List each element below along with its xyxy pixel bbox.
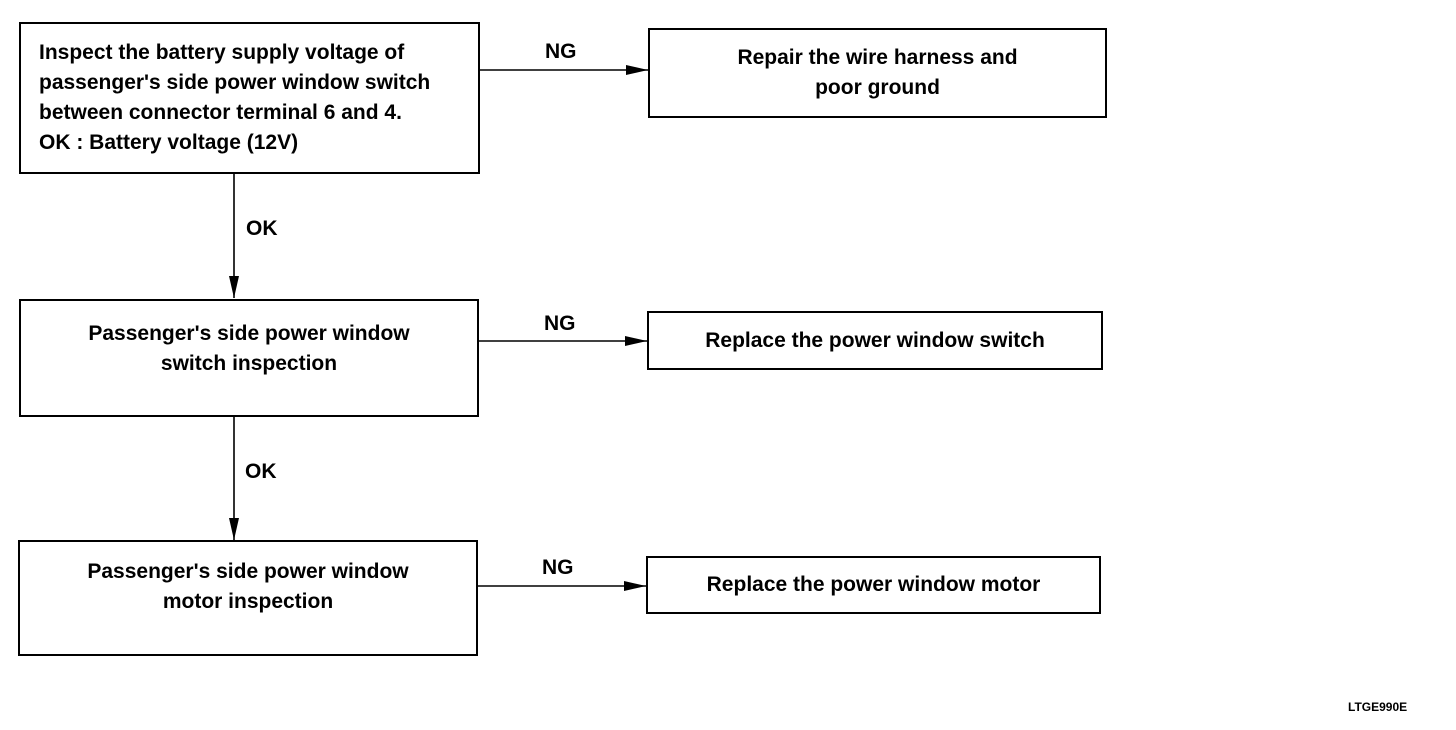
ng-label-3: NG <box>542 556 574 579</box>
step-box-motor-inspection: Passenger's side power window motor insp… <box>18 540 478 656</box>
result-3-line-1: Replace the power window motor <box>706 573 1041 596</box>
ok-label-1: OK <box>246 217 278 240</box>
step-2-line-2: switch inspection <box>160 352 338 375</box>
step-box-switch-inspection: Passenger's side power window switch ins… <box>19 299 479 417</box>
result-2-line-1: Replace the power window switch <box>705 328 1045 352</box>
step-3-line-1: Passenger's side power window <box>87 560 409 583</box>
figure-code: LTGE990E <box>1348 700 1408 714</box>
step-1-line-3: between connector terminal 6 and 4. <box>39 101 402 124</box>
ng-label-2: NG <box>544 312 576 335</box>
ng-label-1: NG <box>545 40 577 63</box>
step-1-line-1: Inspect the battery supply voltage of <box>39 41 405 64</box>
step-box-battery-voltage: Inspect the battery supply voltage of pa… <box>19 22 480 174</box>
result-1-line-1: Repair the wire harness and <box>737 46 1018 69</box>
ok-label-2: OK <box>245 460 277 483</box>
result-box-repair-harness: Repair the wire harness and poor ground <box>648 28 1107 118</box>
step-3-line-2: motor inspection <box>162 590 334 613</box>
step-1-line-2: passenger's side power window switch <box>39 71 431 94</box>
result-1-line-2: poor ground <box>815 76 940 99</box>
step-1-line-4: OK : Battery voltage (12V) <box>39 131 299 154</box>
result-box-replace-switch: Replace the power window switch <box>647 311 1103 370</box>
result-box-replace-motor: Replace the power window motor <box>646 556 1101 614</box>
step-2-line-1: Passenger's side power window <box>88 322 410 345</box>
